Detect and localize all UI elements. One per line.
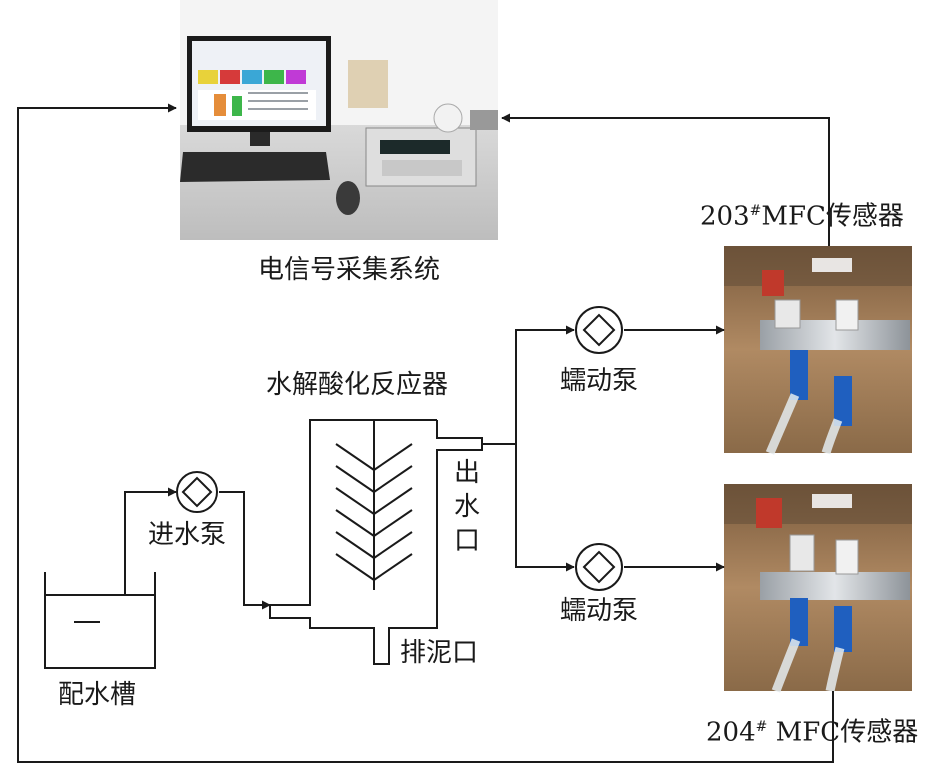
mfc-sensor-203-photo: [724, 246, 912, 455]
outlet-label-char: 出: [453, 458, 480, 488]
reactor-baffle: [335, 420, 413, 590]
peristaltic-pump-symbol-top: [575, 306, 623, 354]
sensor-203-label: 203#MFC传感器: [700, 196, 904, 232]
peristaltic-pump-symbol-bottom: [575, 543, 623, 591]
sensor-204-label: 204# MFC传感器: [706, 712, 918, 748]
outlet-label-char: 水: [453, 492, 480, 522]
inlet-pipe: [124, 487, 271, 610]
outlet-label-char: 口: [453, 526, 480, 556]
reactor-label: 水解酸化反应器: [266, 370, 449, 400]
sensor-203-name: MFC传感器: [761, 201, 904, 232]
acquisition-system-photo: [180, 0, 498, 240]
water-tank: [44, 572, 156, 669]
sensor-204-name: MFC传感器: [767, 717, 919, 748]
signal-lines: [17, 103, 834, 763]
inlet-pump-symbol: [176, 471, 218, 513]
outlet-pipes: [482, 325, 725, 572]
acquisition-system-label: 电信号采集系统: [258, 255, 441, 285]
sensor-203-mark: #: [749, 203, 762, 219]
mfc-sensor-204-photo: [724, 484, 912, 693]
sensor-203-number: 203: [700, 201, 750, 232]
sludge-outlet-label: 排泥口: [400, 638, 479, 668]
sensor-204-mark: #: [755, 719, 768, 735]
outlet-label: 出 水 口: [452, 456, 482, 558]
hydrolysis-reactor: [269, 419, 483, 665]
inlet-pump-label: 进水泵: [148, 520, 227, 550]
tank-label: 配水槽: [58, 680, 137, 710]
peristaltic-pump-bottom-label: 蠕动泵: [560, 596, 639, 626]
sensor-204-number: 204: [706, 717, 756, 748]
peristaltic-pump-top-label: 蠕动泵: [560, 366, 639, 396]
